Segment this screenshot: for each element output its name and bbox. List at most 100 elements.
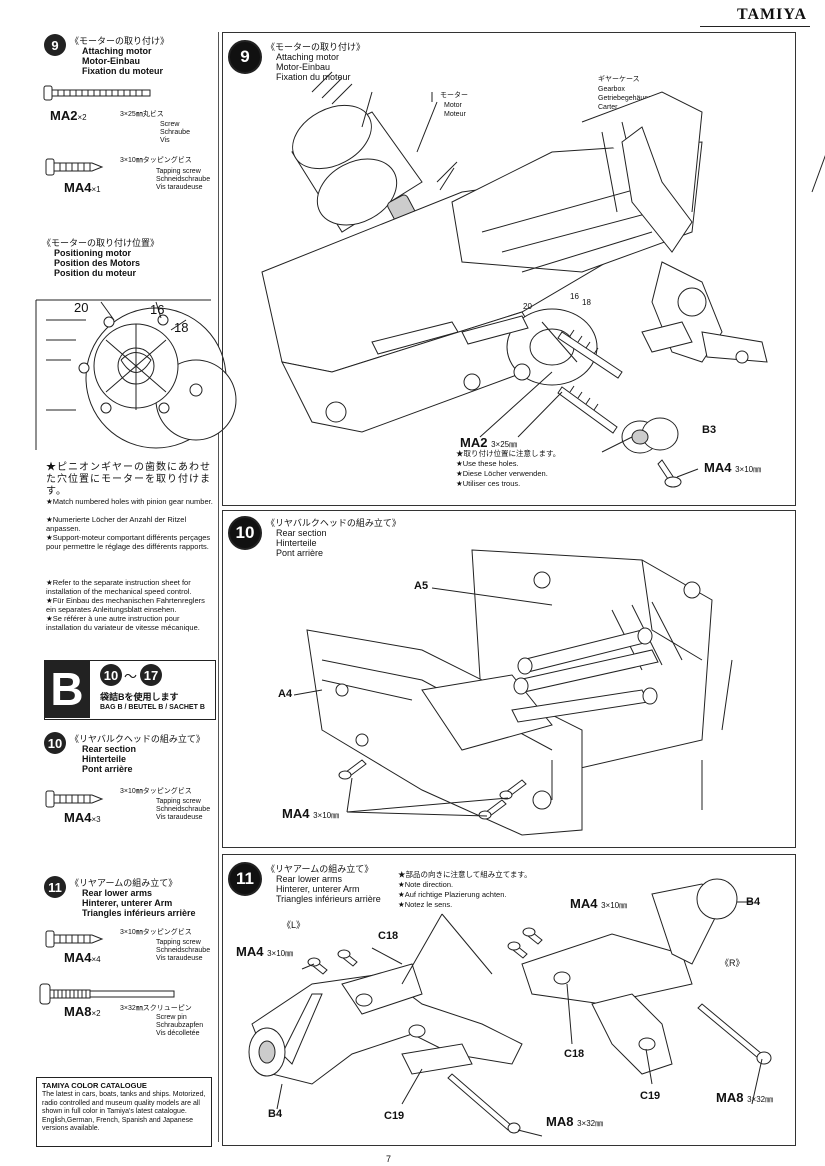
panel9-b3-label: B3 <box>702 424 717 436</box>
step10-ma4-size-jp: 3×10㎜タッピングビス <box>120 788 192 795</box>
panel10-title-de: Hinterteile <box>276 538 317 548</box>
gearbox-label-jp: ギヤーケース <box>598 76 640 83</box>
step9-note-fr: ★Support-moteur comportant différents pe… <box>46 533 211 551</box>
right-arm-drawing <box>507 878 772 1075</box>
gearbox-label-en: Gearbox <box>598 86 625 93</box>
step11-ma4-code: MA4×4 <box>64 950 101 965</box>
panel11-note-fr: ★Notez le sens. <box>398 900 453 909</box>
step11-ma8-code: MA8×2 <box>64 1004 101 1019</box>
ma2-size-jp: 3×25㎜丸ビス <box>120 111 164 118</box>
panel9-number-badge: 9 <box>228 40 262 74</box>
bag-range-from: 10 <box>100 664 122 686</box>
step11-ma8-en: Screw pin <box>156 1014 187 1021</box>
panel-step10 <box>222 510 796 848</box>
positioning-title-de: Position des Motors <box>54 258 141 268</box>
panel-step9 <box>222 32 796 506</box>
gearbox-label-de: Getriebegehäuse <box>598 95 652 102</box>
panel9-title-fr: Fixation du moteur <box>276 72 351 82</box>
panel11-b4-right-label: B4 <box>746 896 761 908</box>
ma8-screw-pin-icon <box>39 983 175 1005</box>
step9-note-jp: ★ピニオンギヤーの歯数にあわせた穴位置にモーターを取り付けます。 <box>46 462 211 497</box>
panel9-gear-18: 18 <box>582 298 591 307</box>
panel11-title-jp: 《リヤアームの組み立て》 <box>266 864 374 874</box>
panel11-left-tag: 《L》 <box>282 920 306 930</box>
positioning-title-en: Positioning motor <box>54 248 131 258</box>
positioning-title-jp: 《モーターの取り付け位置》 <box>42 238 160 248</box>
panel11-note-en: ★Note direction. <box>398 880 454 889</box>
ma2-screw-icon <box>43 85 151 101</box>
ma2-de: Schraube <box>160 129 190 136</box>
panel11-c19-right-label: C19 <box>640 1090 661 1102</box>
motor-label-jp: モーター <box>440 92 468 99</box>
panel9-assembly-drawing <box>261 71 825 488</box>
brand-rule <box>700 26 810 27</box>
panel11-assembly-drawing <box>248 878 772 1137</box>
panel9-ma4-label: MA4 3×10㎜ <box>704 460 762 475</box>
step10-ma4-fr: Vis taraudeuse <box>156 814 203 821</box>
panel11-c19-left-label: C19 <box>384 1110 405 1122</box>
step11-ma4-en: Tapping screw <box>156 939 201 946</box>
panel9-gear-20: 20 <box>523 302 532 311</box>
panel11-right-tag: 《R》 <box>720 958 745 968</box>
step10-ma4-de: Schneidschraube <box>156 806 211 813</box>
speed-control-note-en: ★Refer to the separate instruction sheet… <box>46 578 192 596</box>
panel10-title-fr: Pont arrière <box>276 548 324 558</box>
speed-control-note-fr: ★Se référer à une autre instruction pour… <box>46 614 200 632</box>
panel11-ma4-right-label: MA4 3×10㎜ <box>570 896 628 911</box>
column-divider <box>218 32 219 1142</box>
left-arm-drawing <box>248 949 523 1134</box>
panel10-title-jp: 《リヤバルクヘッドの組み立て》 <box>266 518 401 528</box>
panel10-assembly-drawing <box>293 549 733 836</box>
ma4-tapping-screw-icon <box>45 158 104 176</box>
speed-control-note-de: ★Für Einbau des mechanischen Fahrtenregl… <box>46 596 205 614</box>
step10-ma4-en: Tapping screw <box>156 798 201 805</box>
panel11-title-en: Rear lower arms <box>276 874 343 884</box>
panel10-number-badge: 10 <box>228 516 262 550</box>
panel11-title-fr: Triangles inférieurs arrière <box>276 894 381 904</box>
step10-title-jp: 《リヤバルクヘッドの組み立て》 <box>70 734 205 744</box>
motor-label-fr: Moteur <box>444 111 466 118</box>
panel11-c18-left-label: C18 <box>378 930 399 942</box>
panel9-title-en: Attaching motor <box>276 52 340 62</box>
ma2-code: MA2×2 <box>50 108 87 123</box>
ma4-size-jp: 3×10㎜タッピングビス <box>120 157 192 164</box>
gearbox-knuckle-drawing <box>621 126 768 364</box>
panel11-note-de: ★Auf richtige Plazierung achten. <box>398 890 507 899</box>
panel9-ma2-label: MA2 3×25㎜ <box>460 435 518 450</box>
ma4-step11-screw-icon <box>45 930 104 948</box>
bag-jp: 袋詰Bを使用します <box>100 692 179 702</box>
posts-drawing <box>511 627 659 723</box>
step9-note-de: ★Numerierte Löcher der Anzahl der Ritzel… <box>46 515 187 533</box>
panel-step11 <box>222 854 796 1146</box>
positioning-title-fr: Position du moteur <box>54 268 136 278</box>
step11-title-fr: Triangles inférieurs arrière <box>82 908 196 918</box>
panel9-note-fr: ★Utiliser ces trous. <box>456 479 521 488</box>
step11-ma8-de: Schraubzapfen <box>156 1022 204 1029</box>
step11-ma4-de: Schneidschraube <box>156 947 211 954</box>
catalogue-box: TAMIYA COLOR CATALOGUE The latest in car… <box>36 1077 212 1147</box>
panel11-ma8-left-label: MA8 3×32㎜ <box>546 1114 604 1129</box>
step11-ma8-fr: Vis décolletée <box>156 1030 200 1037</box>
panel11-note-jp: ★部品の向きに注意して組み立てます。 <box>398 870 532 879</box>
motor-label-en: Motor <box>444 102 462 109</box>
step9-number-badge: 9 <box>44 34 66 56</box>
panel9-title-de: Motor-Einbau <box>276 62 331 72</box>
step11-ma4-size-jp: 3×10㎜タッピングビス <box>120 929 192 936</box>
brand-logo: TAMIYA <box>736 6 807 23</box>
ma4-code: MA4×1 <box>64 180 101 195</box>
panel10-a4-label: A4 <box>278 688 293 700</box>
step9-title-jp: 《モーターの取り付け》 <box>70 36 170 46</box>
ma2-fr: Vis <box>160 137 170 144</box>
panel9-note-jp: ★取り付け位置に注意します。 <box>456 449 561 458</box>
panel9-note-de: ★Diese Löcher verwenden. <box>456 469 548 478</box>
panel11-c18-right-label: C18 <box>564 1048 585 1060</box>
step11-title-jp: 《リヤアームの組み立て》 <box>70 878 178 888</box>
panel9-note-en: ★Use these holes. <box>456 459 519 468</box>
motor-position-diagram <box>35 299 237 450</box>
step11-number-badge: 11 <box>44 876 66 898</box>
ma4-de: Schneidschraube <box>156 176 211 183</box>
bag-range-tilde: ～ <box>124 669 138 684</box>
step10-title-en: Rear section <box>82 744 137 754</box>
ma4-fr: Vis taraudeuse <box>156 184 203 191</box>
panel11-ma8-right-label: MA8 3×32㎜ <box>716 1090 774 1105</box>
